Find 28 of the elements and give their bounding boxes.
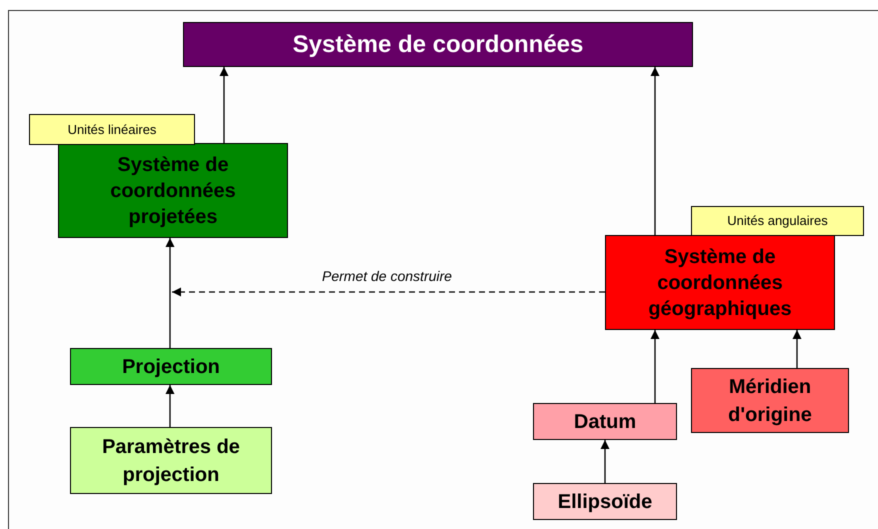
node-label: Ellipsoïde — [556, 490, 654, 514]
units-tag — [691, 206, 864, 236]
node-label: Unités angulaires — [726, 212, 829, 230]
units-tag — [29, 114, 195, 145]
dashed-arrow — [172, 288, 605, 296]
arrow — [166, 238, 174, 348]
node-label: Système de coordonnées projetées — [109, 152, 237, 230]
node-label: Datum — [572, 410, 638, 434]
arrow — [792, 330, 802, 368]
process-box — [70, 427, 272, 494]
arrow — [220, 67, 228, 143]
arrow — [600, 440, 610, 483]
process-box — [58, 143, 288, 238]
node-label: Projection — [121, 354, 221, 380]
process-box — [691, 368, 849, 433]
arrow — [166, 385, 174, 427]
node-label: Système de coordonnées — [292, 30, 584, 60]
arrow — [650, 67, 660, 235]
node-label: Unités linéaires — [66, 120, 158, 139]
arrow — [650, 330, 660, 403]
process-box — [533, 483, 677, 520]
node-label: Paramètres de projection — [101, 434, 241, 488]
title-box — [183, 22, 693, 67]
process-box — [70, 348, 272, 385]
node-label: Méridien d'origine — [727, 374, 813, 428]
process-box — [605, 235, 835, 330]
node-label: Système de coordonnées géographiques — [647, 244, 793, 322]
process-box — [533, 403, 677, 440]
